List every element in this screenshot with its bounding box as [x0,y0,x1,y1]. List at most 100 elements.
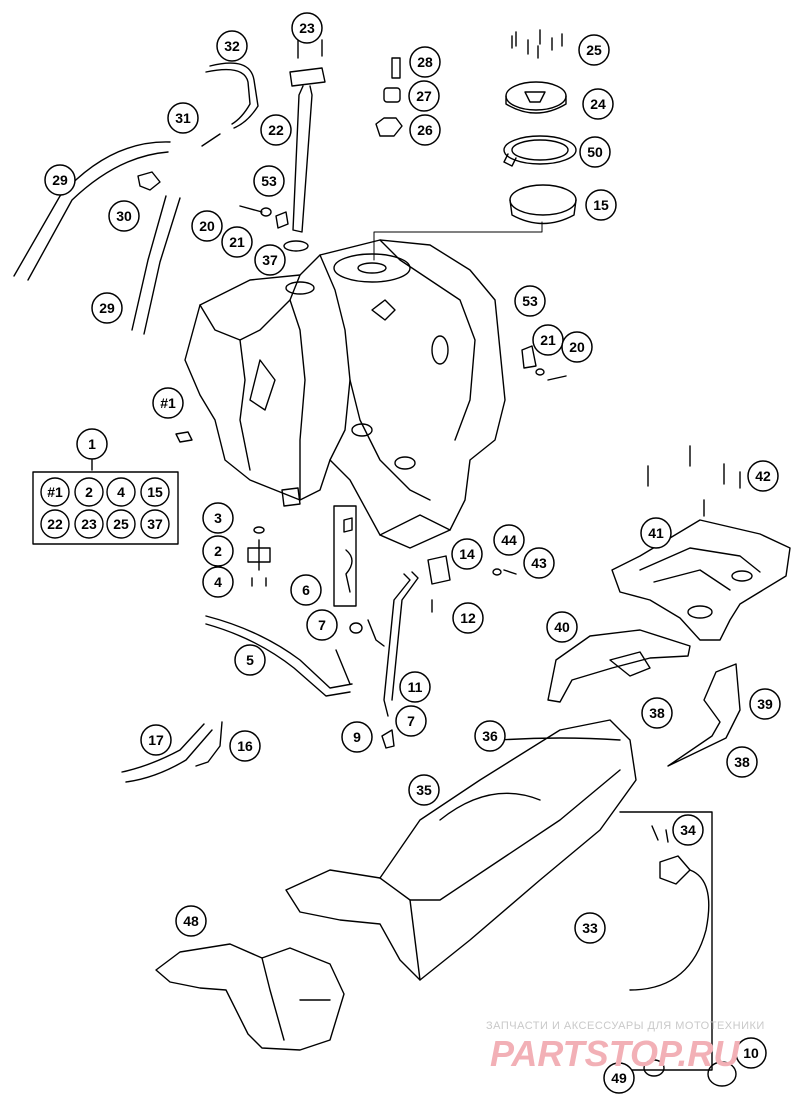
callout-label: #1 [160,395,176,411]
callout-label: 12 [460,610,476,626]
kit-cell-label: 23 [81,516,97,532]
callout-label: 29 [52,172,68,188]
callout-c1: 1 [76,428,108,460]
callout-label: 43 [531,555,547,571]
callout-c44: 44 [493,524,525,556]
callout-c4: 4 [202,566,234,598]
callout-label: 36 [482,728,498,744]
callout-c21a: 21 [221,226,253,258]
callout-c39: 39 [749,688,781,720]
callout-label: 2 [214,543,222,559]
callout-c11: 11 [399,671,431,703]
vent-valve-2-3-4-drawing [247,526,271,587]
callout-c50: 50 [579,136,611,168]
bracket-39-drawing [667,663,741,767]
callout-c15: 15 [585,189,617,221]
callout-c10: 10 [735,1037,767,1069]
callout-label: 20 [199,218,215,234]
callout-label: 28 [417,54,433,70]
kit-cell-label: 37 [147,516,163,532]
callout-c27: 27 [408,80,440,112]
callout-label: 35 [416,782,432,798]
callout-c20a: 20 [191,210,223,242]
watermark-logo: PARTSTOP.RU [490,1034,740,1074]
callout-c36: 36 [474,720,506,752]
callout-c42: 42 [747,460,779,492]
callout-c20b: 20 [561,331,593,363]
rack-41-drawing [611,519,791,641]
callout-label: 16 [237,738,253,754]
callout-label: 21 [229,234,245,250]
callout-c12: 12 [452,602,484,634]
kit-cell-label: #1 [47,484,63,500]
hose-5-drawing [205,615,353,697]
callout-label: 33 [582,920,598,936]
callout-label: 29 [99,300,115,316]
callout-label: 1 [88,436,96,452]
kit-cell-label: 2 [85,484,93,500]
callout-c22: 22 [260,114,292,146]
callout-label: 23 [299,20,315,36]
callout-label: 15 [593,197,609,213]
callout-label: 42 [755,468,771,484]
callout-c53a: 53 [253,165,285,197]
lock-cable-33-drawing [619,811,713,1071]
callout-label: 49 [611,1070,627,1086]
callout-c31: 31 [167,102,199,134]
kit-cell: 22 [40,509,70,539]
hose-6-drawing [333,505,357,607]
kit-cell-label: 25 [113,516,129,532]
filler-ring-drawing [509,184,577,225]
callout-c40: 40 [546,611,578,643]
callout-c3: 3 [202,502,234,534]
callout-label: 38 [649,705,665,721]
callout-c29b: 29 [91,292,123,324]
seat-cover-48-drawing [155,943,345,1051]
callout-c2: 2 [202,535,234,567]
kit-cell-label: 22 [47,516,63,532]
kit-cell: 37 [140,509,170,539]
callout-c26: 26 [409,114,441,146]
callout-label: 39 [757,696,773,712]
callout-c35: 35 [408,774,440,806]
fasteners-20-21-53-drawing [175,205,567,443]
callout-label: 32 [224,38,240,54]
watermark-tagline: ЗАПЧАСТИ И АКСЕССУАРЫ ДЛЯ МОТОТЕХНИКИ [486,1020,765,1032]
lock-10-49-drawing [643,1059,737,1087]
callout-label: 30 [116,208,132,224]
callout-c29a: 29 [44,164,76,196]
callout-label: 34 [680,822,696,838]
callout-c28: 28 [409,46,441,78]
callout-c49: 49 [603,1062,635,1094]
clips-12-14-43-44-drawing [281,487,517,613]
hose-29a-drawing [13,141,171,281]
bolt-31-drawing [201,133,221,147]
kit-table-frame [32,471,179,545]
callout-c1main: #1 [152,387,184,419]
seat-35-36-drawing [285,719,637,981]
callout-label: 21 [540,332,556,348]
callout-label: 41 [648,525,664,541]
callout-c38a: 38 [641,697,673,729]
callout-c16: 16 [229,730,261,762]
callout-c25: 25 [578,34,610,66]
kit-cell: 2 [74,477,104,507]
pipe-11-drawing [349,571,419,749]
callout-c37: 37 [254,244,286,276]
callout-c6: 6 [290,574,322,606]
kit-cell: 25 [106,509,136,539]
screw-bushing-grommet-drawing [375,57,403,137]
callout-c9: 9 [341,721,373,753]
callout-label: 25 [586,42,602,58]
callout-label: 26 [417,122,433,138]
callout-label: 22 [268,122,284,138]
bolts-25-drawing [511,29,563,59]
callout-label: 24 [590,96,606,112]
callout-label: 4 [214,574,222,590]
grab-handle-40-drawing [547,629,691,703]
kit-cell: 4 [106,477,136,507]
callout-c5: 5 [234,644,266,676]
callout-label: 17 [148,732,164,748]
callout-label: 40 [554,619,570,635]
